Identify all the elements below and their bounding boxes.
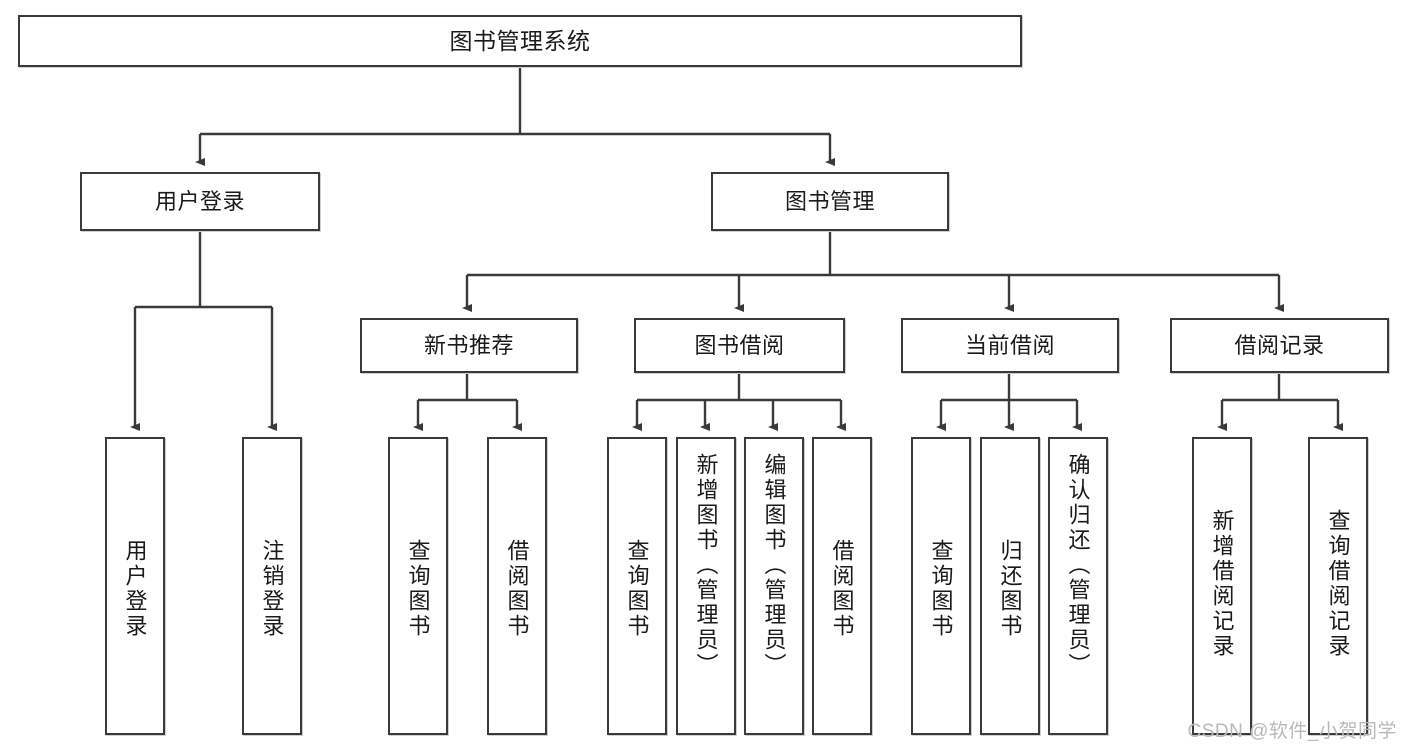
node-leaf-add-book[interactable]: 新增图书（管理员）	[676, 437, 736, 735]
node-label: 查询图书	[928, 539, 954, 639]
node-current-borrow[interactable]: 当前借阅	[901, 318, 1119, 373]
node-label: 当前借阅	[964, 332, 1055, 358]
node-label: 图书管理	[784, 188, 875, 214]
node-label: 用户登录	[122, 539, 148, 639]
node-leaf-query-record[interactable]: 查询借阅记录	[1308, 437, 1368, 735]
node-user-login[interactable]: 用户登录	[80, 172, 320, 231]
node-label: 查询图书	[624, 539, 650, 639]
node-label: 注销登录	[259, 539, 285, 639]
node-leaf-query-book-3[interactable]: 查询图书	[911, 437, 971, 735]
node-leaf-user-login[interactable]: 用户登录	[105, 437, 165, 735]
node-new-book-recommend[interactable]: 新书推荐	[360, 318, 578, 373]
node-leaf-borrow-book-1[interactable]: 借阅图书	[487, 437, 547, 735]
node-leaf-query-book-1[interactable]: 查询图书	[388, 437, 448, 735]
node-leaf-confirm-return[interactable]: 确认归还（管理员）	[1048, 437, 1108, 735]
node-label: 图书借阅	[694, 332, 785, 358]
node-label: 查询借阅记录	[1325, 509, 1351, 659]
node-label: 借阅图书	[504, 539, 530, 639]
node-label: 新书推荐	[423, 332, 514, 358]
node-leaf-return-book[interactable]: 归还图书	[980, 437, 1040, 735]
node-root-system[interactable]: 图书管理系统	[18, 15, 1022, 67]
node-leaf-edit-book[interactable]: 编辑图书（管理员）	[744, 437, 804, 735]
node-borrow-record[interactable]: 借阅记录	[1170, 318, 1389, 373]
node-leaf-borrow-book-2[interactable]: 借阅图书	[812, 437, 872, 735]
node-label: 新增图书（管理员）	[693, 453, 719, 678]
node-label: 确认归还（管理员）	[1065, 453, 1091, 678]
node-label: 图书管理系统	[449, 27, 591, 54]
node-book-management[interactable]: 图书管理	[711, 172, 949, 231]
node-label: 归还图书	[997, 539, 1023, 639]
node-leaf-query-book-2[interactable]: 查询图书	[607, 437, 667, 735]
node-label: 查询图书	[405, 539, 431, 639]
csdn-watermark: CSDN @软件_小贺同学	[1187, 721, 1397, 742]
node-book-borrow[interactable]: 图书借阅	[634, 318, 845, 373]
node-leaf-logout[interactable]: 注销登录	[242, 437, 302, 735]
node-label: 编辑图书（管理员）	[761, 453, 787, 678]
node-leaf-add-record[interactable]: 新增借阅记录	[1192, 437, 1252, 735]
node-label: 借阅记录	[1234, 332, 1325, 358]
node-label: 用户登录	[154, 188, 245, 214]
node-label: 新增借阅记录	[1209, 509, 1235, 659]
node-label: 借阅图书	[829, 539, 855, 639]
